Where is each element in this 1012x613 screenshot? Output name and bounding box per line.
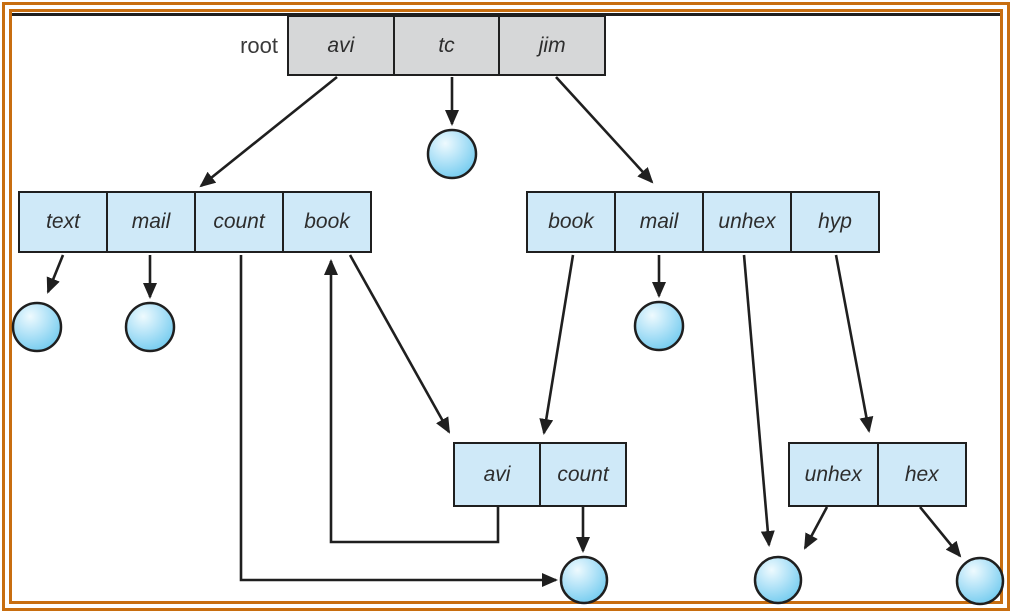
file-node-tc xyxy=(426,128,478,180)
root-directory-table: avi tc jim xyxy=(287,15,606,76)
file-node-mail-right xyxy=(633,300,685,352)
frame-inner-border xyxy=(9,9,1003,604)
file-node-shared-unhex xyxy=(753,555,803,605)
edge-unhex-right-to-file xyxy=(742,254,775,547)
file-node-mail-left xyxy=(124,301,176,353)
edge-hyp-hex-to-file xyxy=(918,506,962,558)
cell-avi-text: text xyxy=(20,193,106,251)
root-directory-label: root xyxy=(240,32,278,58)
shared-directory-table: avi count xyxy=(453,442,627,507)
edge-hyp-unhex-to-file xyxy=(803,506,829,550)
edge-book-right-to-shared-dir xyxy=(539,254,575,435)
cell-hyp-unhex: unhex xyxy=(790,444,877,505)
cell-avi-book: book xyxy=(282,193,370,251)
avi-directory-table: text mail count book xyxy=(18,191,372,253)
edge-count-to-shared-file xyxy=(239,255,558,587)
cell-hyp-hex: hex xyxy=(876,444,965,505)
edge-hyp-to-hyp-dir xyxy=(834,254,874,433)
cell-shared-count: count xyxy=(539,444,625,505)
edge-root-avi-to-avi-dir xyxy=(199,75,338,188)
cell-root-avi: avi xyxy=(289,17,393,74)
cell-jim-mail: mail xyxy=(614,193,702,251)
edge-book-left-to-shared-dir xyxy=(348,254,451,434)
cell-jim-unhex: unhex xyxy=(702,193,790,251)
file-node-hex xyxy=(955,556,1005,606)
file-node-text xyxy=(11,301,63,353)
cell-jim-hyp: hyp xyxy=(790,193,878,251)
edge-root-jim-to-jim-dir xyxy=(555,76,654,184)
cell-avi-count: count xyxy=(194,193,282,251)
cell-root-jim: jim xyxy=(498,17,605,74)
jim-directory-table: book mail unhex hyp xyxy=(526,191,880,253)
cell-avi-mail: mail xyxy=(106,193,194,251)
hyp-directory-table: unhex hex xyxy=(788,442,967,507)
edge-text-to-file xyxy=(46,254,65,294)
cell-jim-book: book xyxy=(528,193,614,251)
cell-shared-avi: avi xyxy=(455,444,539,505)
file-node-shared-count xyxy=(559,555,609,605)
cell-root-tc: tc xyxy=(392,17,499,74)
